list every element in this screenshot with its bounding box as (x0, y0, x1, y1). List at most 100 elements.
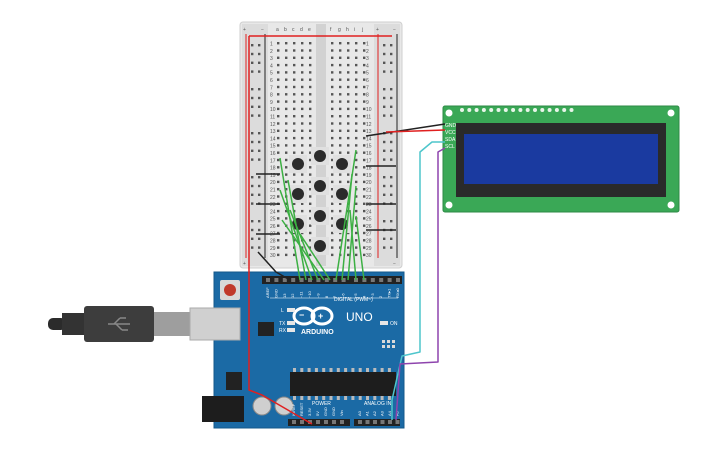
hole[interactable] (347, 151, 350, 154)
hole[interactable] (309, 224, 312, 227)
hole[interactable] (347, 85, 350, 89)
hole[interactable] (285, 49, 288, 52)
wire-green-signal[interactable] (287, 179, 307, 281)
hole[interactable] (277, 166, 280, 169)
rail-hole[interactable] (258, 44, 261, 47)
hole[interactable] (285, 151, 288, 154)
hole[interactable] (363, 144, 366, 147)
hole[interactable] (331, 195, 334, 198)
digital-pin[interactable] (396, 278, 400, 282)
wire-scl-purple[interactable] (395, 147, 446, 421)
rail-hole[interactable] (383, 52, 386, 56)
hole[interactable] (347, 93, 350, 96)
rail-hole[interactable] (258, 140, 261, 144)
hole[interactable] (355, 224, 358, 227)
hole[interactable] (277, 85, 280, 89)
rail-hole[interactable] (390, 114, 393, 117)
hole[interactable] (339, 49, 342, 52)
hole[interactable] (285, 100, 288, 103)
hole[interactable] (363, 217, 366, 220)
rail-hole[interactable] (390, 105, 393, 108)
hole[interactable] (339, 56, 342, 59)
hole[interactable] (301, 115, 304, 118)
rail-hole[interactable] (251, 193, 254, 196)
rail-hole[interactable] (390, 220, 393, 223)
hole[interactable] (355, 129, 358, 132)
rail-hole[interactable] (258, 149, 261, 152)
hole[interactable] (277, 144, 280, 147)
hole[interactable] (363, 224, 366, 227)
rail-hole[interactable] (258, 193, 261, 196)
hole[interactable] (331, 239, 334, 242)
hole[interactable] (277, 93, 280, 96)
rail-hole[interactable] (390, 184, 393, 188)
wire-5v-red[interactable] (248, 36, 313, 425)
rail-hole[interactable] (251, 228, 254, 232)
hole[interactable] (347, 100, 350, 103)
rail-hole[interactable] (258, 114, 261, 117)
hole[interactable] (347, 246, 350, 249)
hole[interactable] (347, 115, 350, 118)
hole[interactable] (309, 217, 312, 220)
hole[interactable] (293, 56, 296, 59)
hole[interactable] (331, 122, 334, 125)
hole[interactable] (285, 202, 288, 205)
rail-hole[interactable] (258, 184, 261, 188)
hole[interactable] (347, 49, 350, 52)
hole[interactable] (363, 195, 366, 198)
hole[interactable] (339, 107, 342, 111)
hole[interactable] (277, 195, 280, 198)
rail-hole[interactable] (251, 61, 254, 64)
hole[interactable] (285, 71, 288, 74)
hole[interactable] (355, 195, 358, 198)
hole[interactable] (285, 166, 288, 169)
rail-hole[interactable] (251, 96, 254, 100)
hole[interactable] (293, 100, 296, 103)
hole[interactable] (363, 42, 366, 45)
hole[interactable] (355, 78, 358, 81)
rail-hole[interactable] (251, 114, 254, 117)
hole[interactable] (339, 100, 342, 103)
hole[interactable] (339, 209, 342, 213)
rail-hole[interactable] (383, 88, 386, 91)
rail-hole[interactable] (383, 158, 386, 161)
hole[interactable] (277, 107, 280, 111)
wire-green-signal[interactable] (341, 173, 353, 281)
rail-hole[interactable] (383, 176, 386, 179)
hole[interactable] (309, 231, 312, 235)
rail-hole[interactable] (251, 184, 254, 188)
hole[interactable] (331, 107, 334, 111)
hole[interactable] (301, 71, 304, 74)
hole[interactable] (285, 239, 288, 242)
hole[interactable] (285, 144, 288, 147)
hole[interactable] (285, 188, 288, 191)
hole[interactable] (355, 107, 358, 111)
hole[interactable] (363, 78, 366, 81)
hole[interactable] (293, 78, 296, 81)
digital-header[interactable] (262, 276, 402, 284)
hole[interactable] (293, 180, 296, 184)
rail-hole[interactable] (251, 105, 254, 108)
rail-hole[interactable] (383, 237, 386, 240)
hole[interactable] (309, 253, 312, 257)
hole[interactable] (331, 85, 334, 89)
digital-pin[interactable] (333, 278, 338, 282)
rail-hole[interactable] (251, 132, 254, 135)
wire-gnd-black[interactable] (257, 251, 291, 281)
hole[interactable] (285, 136, 288, 140)
push-button-grid[interactable] (289, 147, 351, 255)
hole[interactable] (339, 93, 342, 96)
reset-button-cap[interactable] (224, 284, 236, 296)
analog-pin[interactable] (365, 420, 370, 424)
hole[interactable] (363, 166, 366, 169)
rail-hole[interactable] (258, 105, 261, 108)
rail-hole[interactable] (390, 70, 393, 73)
hole[interactable] (309, 136, 312, 140)
hole[interactable] (355, 253, 358, 257)
hole[interactable] (355, 56, 358, 59)
hole[interactable] (301, 93, 304, 96)
rail-hole[interactable] (251, 140, 254, 144)
hole[interactable] (331, 136, 334, 140)
rail-hole[interactable] (390, 44, 393, 47)
